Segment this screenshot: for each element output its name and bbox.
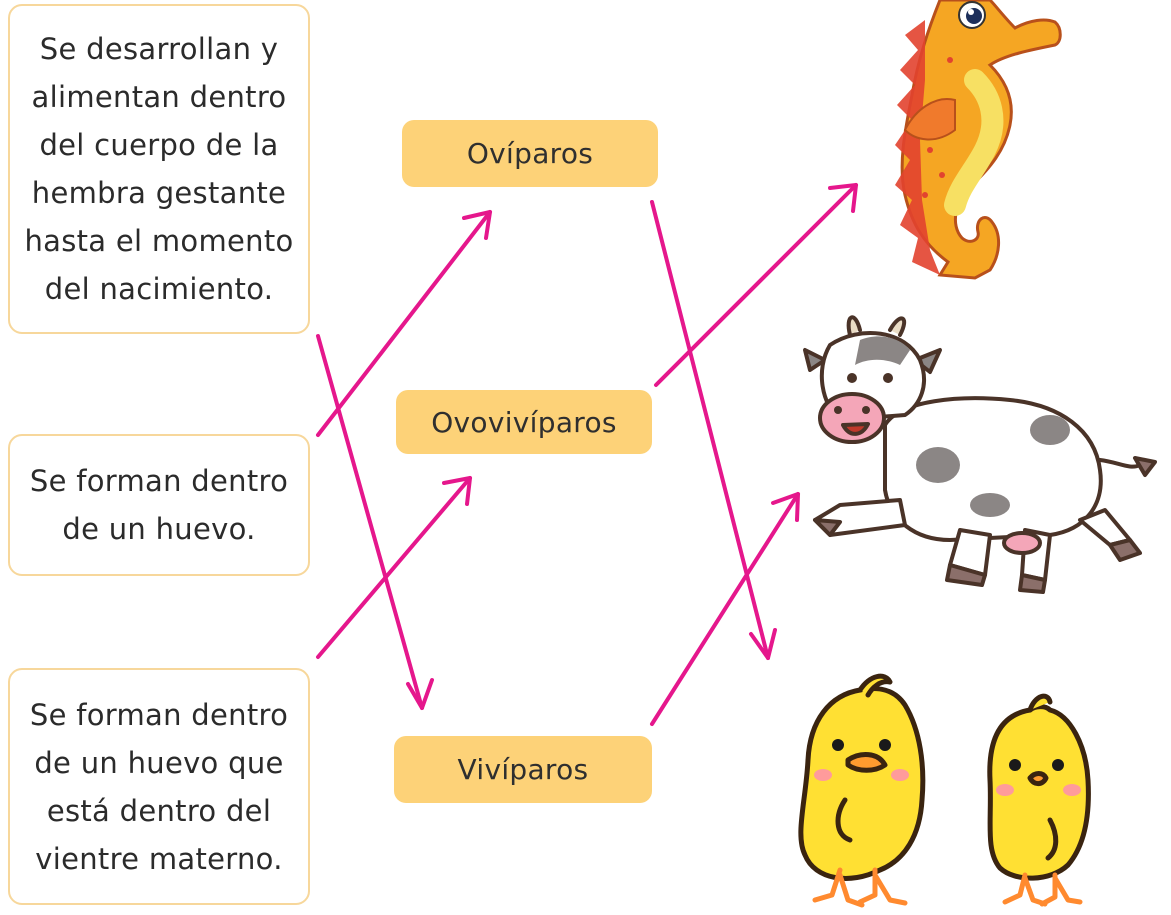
cow-illustration (803, 315, 1157, 594)
description-text: Se forman dentro de un huevo que está de… (29, 697, 289, 876)
description-box-development-inside-body: Se desarrollan y alimentan dentro del cu… (8, 4, 310, 334)
category-oviparos: Ovíparos (402, 120, 658, 187)
arrowhead (462, 210, 492, 240)
category-label: Ovíparos (466, 137, 594, 170)
chicks-illustration (798, 673, 1091, 908)
description-text: Se desarrollan y alimentan dentro del cu… (24, 32, 294, 306)
category-label: Ovovivíparos (431, 405, 617, 439)
category-label: Vivíparos (457, 753, 589, 786)
category-viviparos: Vivíparos (394, 736, 652, 803)
arrow-desc2-to-oviparos (316, 210, 492, 437)
arrowhead (828, 183, 858, 213)
arrowhead (749, 628, 777, 660)
description-box-egg-inside-womb: Se forman dentro de un huevo que está de… (8, 668, 310, 905)
arrowhead (406, 678, 434, 710)
arrow-oviparos-to-chicks (650, 200, 770, 660)
arrow-ovoviviparos-to-seahorse (654, 183, 858, 387)
arrowhead (442, 476, 472, 506)
description-box-formed-in-egg: Se forman dentro de un huevo. (8, 434, 310, 576)
arrowhead (771, 492, 800, 522)
category-ovoviviparos: Ovovivíparos (396, 390, 652, 454)
arrow-desc1-to-viviparos (316, 334, 424, 710)
description-text: Se forman dentro de un huevo. (29, 464, 289, 546)
arrow-desc3-to-ovoviviparos (316, 476, 472, 659)
seahorse-illustration (895, 0, 1062, 280)
arrow-viviparos-to-cow (650, 492, 800, 726)
